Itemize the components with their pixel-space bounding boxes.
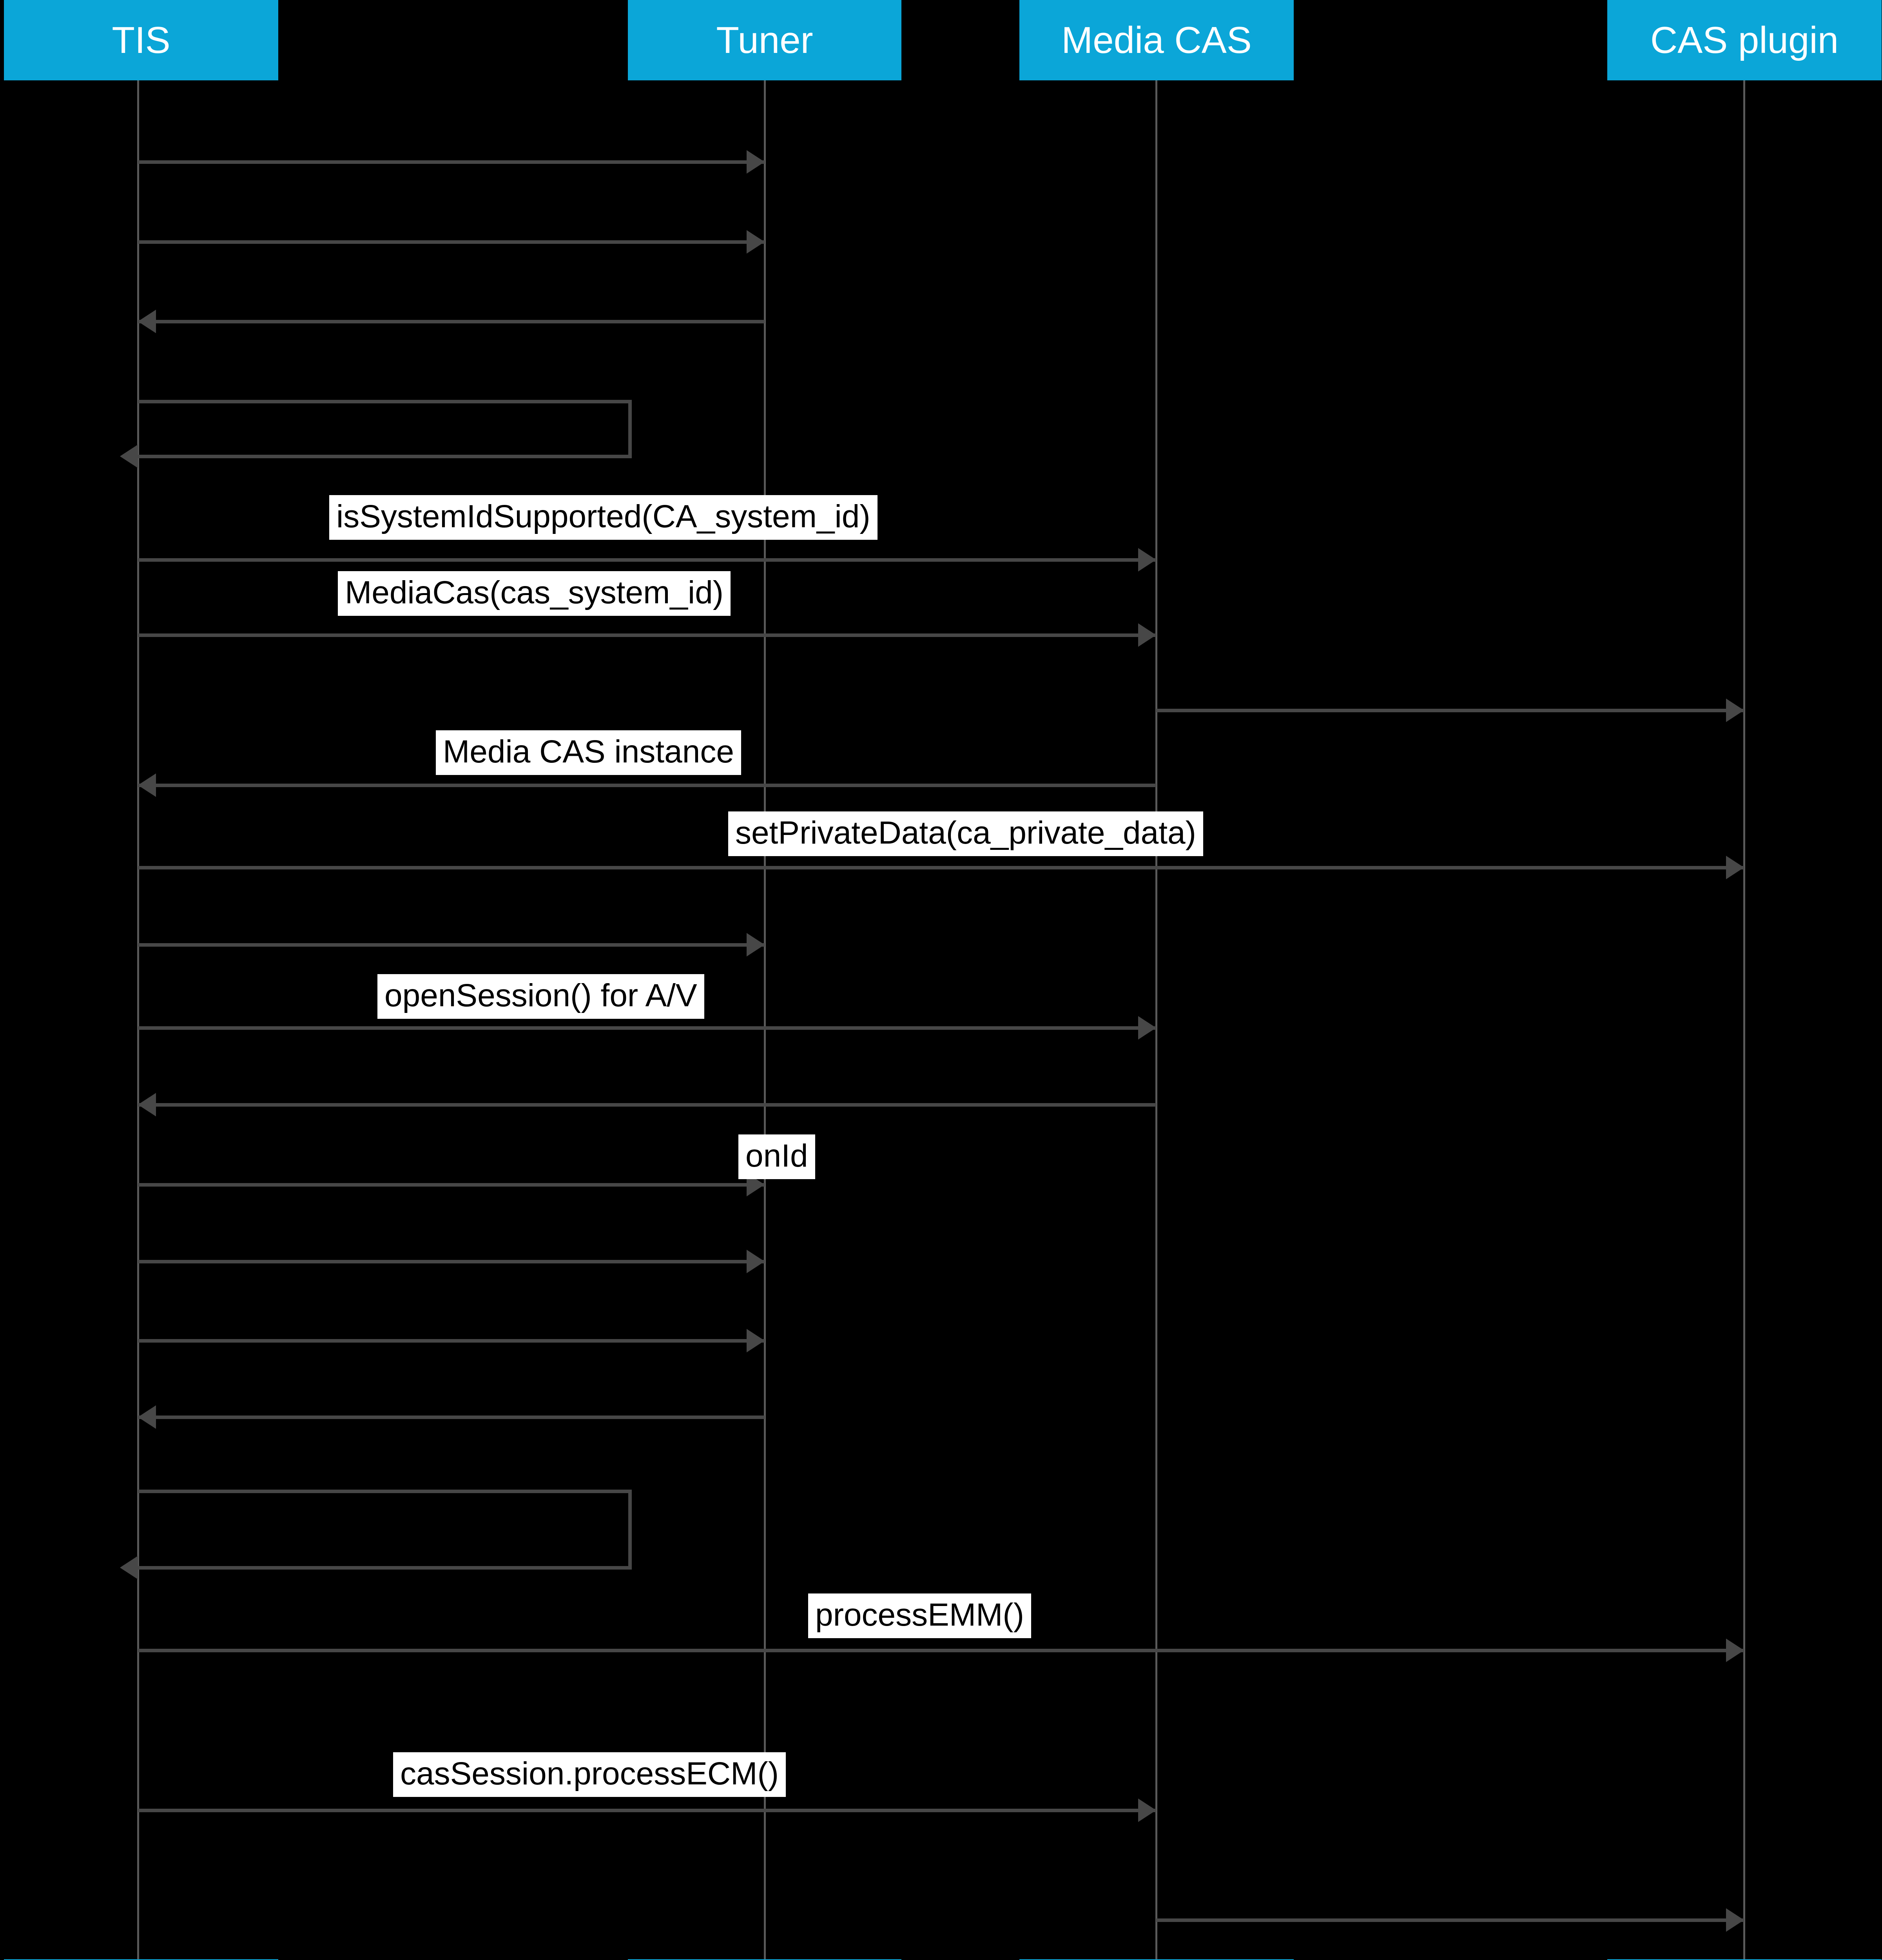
arrow-head-icon-17 (120, 1556, 138, 1579)
message-label-11: openSession() for A/V (377, 974, 704, 1019)
message-line-11[interactable] (138, 1026, 1156, 1030)
message-line-2[interactable] (138, 240, 765, 244)
message-line-5[interactable] (138, 558, 1156, 562)
lifeline-mediacas (1155, 80, 1157, 1959)
arrow-head-icon-15 (747, 1329, 765, 1352)
arrow-head-icon-12 (138, 1093, 156, 1116)
arrow-head-icon-11 (1138, 1016, 1156, 1040)
lifeline-tuner (764, 80, 766, 1959)
message-label-6: MediaCas(cas_system_id) (338, 571, 731, 616)
participant-header-mediacas[interactable]: Media CAS (1019, 0, 1294, 80)
arrow-head-icon-7 (1726, 699, 1744, 722)
participant-header-tis[interactable]: TIS (4, 0, 278, 80)
arrow-head-icon-14 (747, 1250, 765, 1273)
message-line-12[interactable] (138, 1103, 1156, 1107)
message-line-20[interactable] (1156, 1918, 1744, 1922)
arrow-head-icon-2 (747, 230, 765, 254)
participant-footer-tuner[interactable]: Tuner (628, 1959, 901, 1960)
arrow-head-icon-4 (120, 445, 138, 468)
message-line-3[interactable] (138, 320, 765, 323)
message-label-19: casSession.processECM() (393, 1752, 786, 1797)
arrow-head-icon-9 (1726, 856, 1744, 879)
message-line-15[interactable] (138, 1339, 765, 1343)
message-line-13[interactable] (138, 1183, 765, 1187)
message-line-10[interactable] (138, 943, 765, 947)
arrow-head-icon-3 (138, 310, 156, 333)
arrow-head-icon-19 (1138, 1798, 1156, 1822)
arrow-head-icon-18 (1726, 1639, 1744, 1662)
message-line-1[interactable] (138, 160, 765, 164)
message-line-9[interactable] (138, 866, 1744, 869)
message-line-18[interactable] (138, 1649, 1744, 1652)
lifeline-tis (137, 80, 139, 1959)
participant-footer-mediacas[interactable]: Media CAS (1019, 1959, 1294, 1960)
message-line-14[interactable] (138, 1260, 765, 1263)
message-label-13: onId (738, 1134, 815, 1179)
participant-footer-tis[interactable]: TIS (4, 1959, 278, 1960)
arrow-head-icon-8 (138, 773, 156, 797)
arrow-head-icon-20 (1726, 1908, 1744, 1932)
self-message-4[interactable] (138, 400, 632, 458)
message-label-18: processEMM() (808, 1593, 1032, 1638)
self-message-17[interactable] (138, 1490, 632, 1570)
message-label-5: isSystemIdSupported(CA_system_id) (329, 495, 878, 540)
message-line-8[interactable] (138, 784, 1156, 787)
lifeline-casplugin (1743, 80, 1745, 1959)
arrow-head-icon-16 (138, 1405, 156, 1429)
message-line-7[interactable] (1156, 709, 1744, 712)
arrow-head-icon-6 (1138, 623, 1156, 647)
message-label-8: Media CAS instance (436, 730, 741, 775)
participant-footer-casplugin[interactable]: CAS plugin (1607, 1959, 1882, 1960)
message-line-16[interactable] (138, 1416, 765, 1419)
participant-header-casplugin[interactable]: CAS plugin (1607, 0, 1882, 80)
message-line-6[interactable] (138, 633, 1156, 637)
arrow-head-icon-5 (1138, 548, 1156, 572)
participant-header-tuner[interactable]: Tuner (628, 0, 901, 80)
arrow-head-icon-1 (747, 150, 765, 174)
arrow-head-icon-10 (747, 933, 765, 956)
message-line-19[interactable] (138, 1809, 1156, 1812)
message-label-9: setPrivateData(ca_private_data) (728, 811, 1203, 856)
